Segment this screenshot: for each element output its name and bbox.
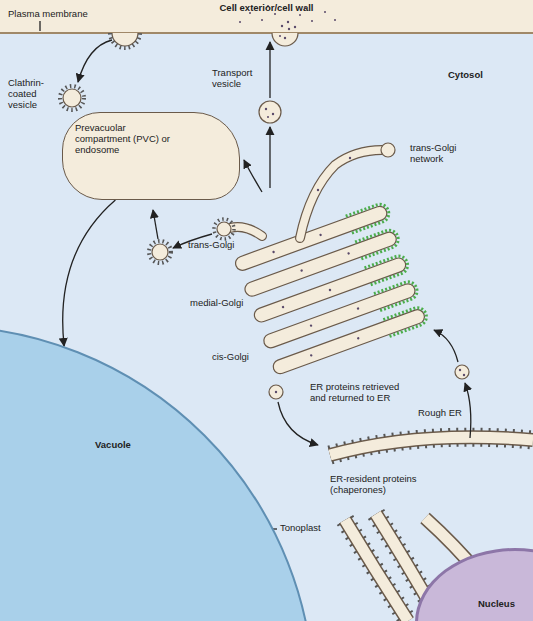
- pathway-arrows: [153, 210, 158, 239]
- golgi-stack: [263, 227, 379, 361]
- secreted-cargo: [334, 19, 336, 21]
- trans-golgi-network: [317, 189, 319, 191]
- secreted-cargo: [288, 28, 290, 30]
- clathrin-vesicle: [63, 89, 81, 107]
- er-vesicles: [459, 369, 461, 371]
- rough-er: [330, 437, 533, 455]
- pathway-arrows: [78, 40, 112, 82]
- secreted-cargo: [311, 20, 313, 22]
- trans-golgi-network: [300, 150, 382, 238]
- pathway-arrows: [465, 383, 471, 438]
- fusing-vesicle: [279, 35, 281, 37]
- pathway-arrow: [63, 200, 116, 346]
- trans-golgi-network: [217, 222, 231, 236]
- pathway-arrows: [39, 21, 40, 31]
- organelle-label: Rough ER: [418, 408, 463, 419]
- golgi-stack: [319, 233, 322, 236]
- rough-er: [330, 437, 533, 455]
- golgi-stack: [300, 269, 303, 272]
- pathway-arrows: [244, 160, 262, 192]
- transport-vesicle: [272, 113, 274, 115]
- trans-golgi-network: [300, 150, 382, 238]
- membrane-label: Plasma membrane: [8, 9, 98, 20]
- trans-golgi-network: [214, 219, 234, 239]
- golgi-stack: [233, 202, 429, 378]
- secreted-cargo: [287, 21, 289, 23]
- clathrin-vesicle: [60, 86, 84, 110]
- rough-er: [345, 520, 408, 621]
- cell-wall-band: [0, 0, 533, 33]
- transport-vesicle: [267, 116, 269, 118]
- golgi-stack: [346, 202, 392, 233]
- secreted-cargo: [239, 21, 241, 23]
- rough-er: [330, 437, 533, 455]
- vesicle-label: Clathrin-coated vesicle: [8, 78, 56, 111]
- secreted-cargo: [281, 25, 283, 27]
- golgi-stack: [272, 250, 275, 253]
- pathway-arrows: [269, 127, 270, 188]
- transport-vesicle: [259, 101, 281, 123]
- node-label: Vacuole: [95, 440, 155, 451]
- golgi-stack: [310, 354, 313, 357]
- organelle-label: trans-Golgi network: [410, 143, 470, 165]
- cell-wall-band: [0, 0, 533, 33]
- clathrin-vesicle: [152, 244, 168, 260]
- er-vesicles: [463, 374, 465, 376]
- organelle-label: trans-Golgi: [188, 240, 240, 251]
- coated-pit: [112, 33, 138, 46]
- organelle-label: medial-Golgi: [190, 298, 250, 309]
- protein-label: ER-resident proteins (chaperones): [330, 474, 418, 496]
- node-label: Prevacuolar compartment (PVC) or endosom…: [75, 123, 183, 156]
- secreted-cargo: [294, 26, 296, 28]
- trans-golgi-network: [381, 143, 395, 157]
- golgi-stack: [365, 254, 411, 285]
- fusing-vesicle: [284, 37, 286, 39]
- rough-er: [345, 520, 408, 621]
- golgi-stack: [346, 202, 429, 337]
- rough-er: [345, 520, 408, 621]
- secreted-cargo: [324, 11, 326, 13]
- clathrin-vesicle: [149, 241, 171, 263]
- secreted-cargo: [261, 19, 263, 21]
- vesicle-label: Transport vesicle: [212, 68, 262, 90]
- er-vesicles: [275, 391, 277, 393]
- golgi-stack: [374, 279, 420, 310]
- golgi-stack: [271, 308, 426, 376]
- er-vesicles: [269, 385, 283, 399]
- trans-golgi-network: [214, 143, 395, 239]
- organelle-label: cis-Golgi: [212, 352, 262, 363]
- trans-golgi-network: [230, 227, 262, 236]
- golgi-stack: [281, 306, 284, 309]
- region-label: Cytosol: [448, 70, 518, 81]
- golgi-stack: [355, 228, 401, 259]
- pathway-arrows: [434, 330, 458, 362]
- membrane-label: Tonoplast: [280, 523, 328, 534]
- pathway-label: ER proteins retrieved and returned to ER: [310, 382, 415, 404]
- prevacuolar-compartment: Prevacuolar compartment (PVC) or endosom…: [62, 112, 240, 200]
- pathway-arrows: [269, 42, 270, 98]
- transport-vesicle: [265, 108, 267, 110]
- coated-pit: [110, 33, 140, 48]
- node-label: Nucleus: [478, 599, 533, 610]
- fusing-vesicle: [272, 33, 298, 46]
- fusing-vesicle: [272, 33, 298, 46]
- secreted-cargo: [299, 14, 301, 16]
- golgi-stack: [383, 305, 429, 336]
- golgi-stack: [347, 252, 350, 255]
- golgi-stack: [357, 337, 360, 340]
- trans-golgi-network: [230, 227, 262, 236]
- pathway-arrows: [278, 402, 318, 445]
- golgi-stack: [328, 288, 331, 291]
- trans-golgi-network: [349, 157, 351, 159]
- transport-vesicle: [259, 101, 281, 123]
- secreted-cargo: [274, 13, 276, 15]
- golgi-stack: [310, 324, 313, 327]
- coated-pit: [110, 33, 140, 48]
- golgi-stack: [356, 307, 359, 310]
- er-vesicles: [455, 365, 469, 379]
- cell-wall-band: [0, 32, 533, 34]
